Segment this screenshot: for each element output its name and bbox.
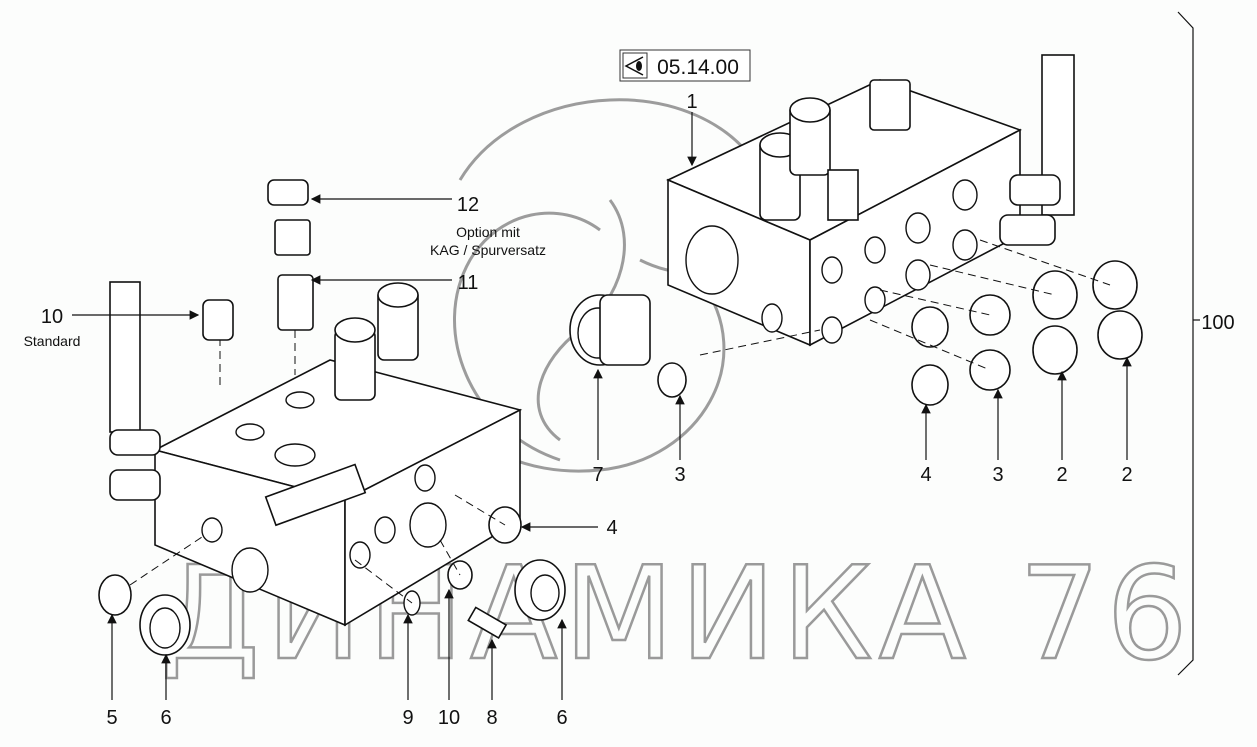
callout-10-standard: 10	[41, 306, 63, 328]
callout-2: 2	[1121, 464, 1132, 486]
option-note-line2: KAG / Spurversatz	[430, 242, 546, 258]
valve-block-left	[109, 281, 523, 627]
callout-7: 7	[592, 464, 603, 486]
option-note-line1: Option mit	[456, 224, 520, 240]
reference-code: 05.14.00	[657, 56, 739, 79]
fittings-left	[98, 179, 566, 656]
callout-11: 11	[458, 272, 479, 294]
leader-lines	[72, 11, 1200, 700]
callout-10: 10	[438, 707, 460, 729]
reference-box[interactable]: 05.14.00	[619, 49, 751, 82]
view-eye-icon	[624, 56, 644, 76]
callout-2: 2	[1056, 464, 1067, 486]
callout-5: 5	[106, 707, 117, 729]
fittings-right	[569, 239, 1143, 406]
valve-block-right	[666, 54, 1075, 347]
callout-12: 12	[457, 194, 479, 216]
callout-1: 1	[686, 91, 697, 113]
standard-note: Standard	[24, 333, 81, 349]
callout-3: 3	[674, 464, 685, 486]
callout-3: 3	[992, 464, 1003, 486]
callout-9: 9	[402, 707, 413, 729]
callout-6: 6	[160, 707, 171, 729]
callout-4: 4	[920, 464, 931, 486]
callout-100: 100	[1201, 312, 1234, 334]
callout-8: 8	[486, 707, 497, 729]
callout-6: 6	[556, 707, 567, 729]
callout-4: 4	[606, 517, 617, 539]
